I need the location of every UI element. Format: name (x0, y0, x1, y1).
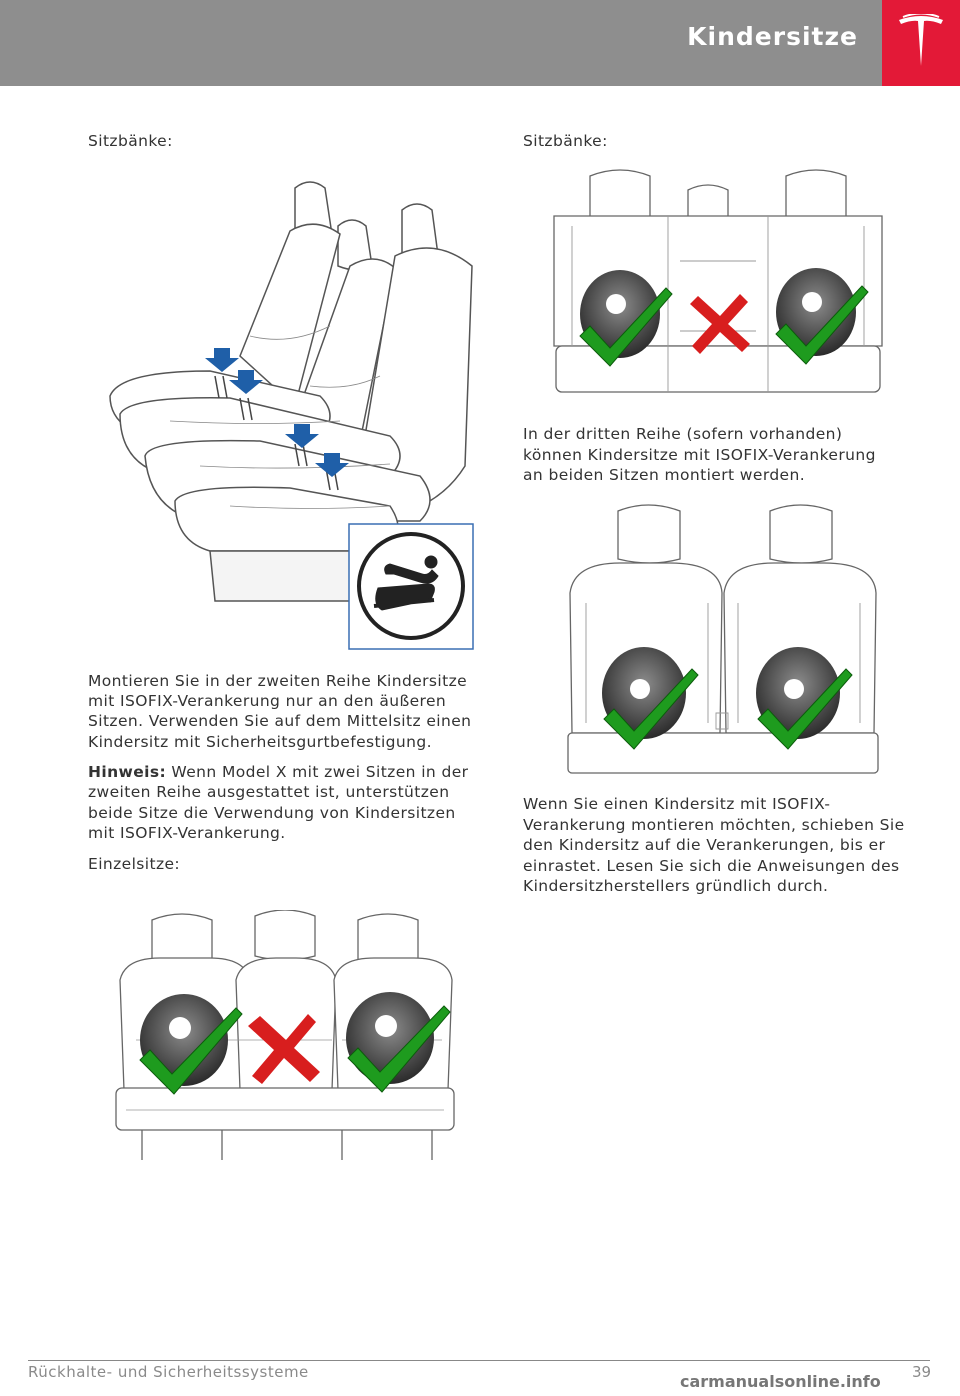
isofix-symbol-icon (606, 292, 822, 314)
text-line: Wenn Sie einen Kindersitz mit ISOFIX- (523, 795, 831, 813)
checkmark-icon (347, 1005, 451, 1093)
watermark: carmanualsonline.info (680, 1372, 881, 1391)
text-line: Kindersitzherstellers gründlich durch. (523, 877, 829, 895)
checkmark-icon (603, 668, 699, 750)
label-sitzbaenke-right: Sitzbänke: (523, 132, 608, 150)
isofix-symbol-icon (630, 679, 804, 699)
checkmark-icon (757, 668, 853, 750)
cross-icon (248, 1014, 320, 1084)
note-label: Hinweis: (88, 763, 167, 781)
text-line: einrastet. Lesen Sie sich die Anweisunge… (523, 857, 900, 875)
checkmark-icon (579, 287, 673, 367)
text-line: an beiden Sitzen montiert werden. (523, 466, 806, 484)
three-seats-illustration (115, 910, 455, 1160)
footer-section-title: Rückhalte- und Sicherheitssysteme (28, 1363, 309, 1381)
tesla-logo (882, 0, 960, 86)
text-line: Wenn Model X mit zwei Sitzen in der (166, 763, 469, 781)
checkmark-icon (139, 1007, 243, 1095)
page-header: Kindersitze (0, 0, 960, 86)
isofix-symbol-icon (169, 1015, 397, 1039)
text-line: In der dritten Reihe (sofern vorhanden) (523, 425, 843, 443)
text-line: mit ISOFIX-Verankerung nur an den äußere… (88, 692, 447, 710)
isofix-symbol-icon (373, 555, 439, 611)
bench-seat-front-illustration (553, 169, 883, 393)
text-line: beide Sitze die Verwendung von Kindersit… (88, 804, 456, 822)
checkmark-icon (775, 285, 869, 365)
page-title: Kindersitze (687, 22, 858, 51)
text-line: zweiten Reihe ausgestattet ist, unterstü… (88, 783, 450, 801)
tesla-logo-icon (899, 14, 943, 66)
text-line: mit ISOFIX-Verankerung. (88, 824, 286, 842)
bench-seat-anchor-illustration (109, 181, 474, 650)
note-first-line: Hinweis: Wenn Model X mit zwei Sitzen in… (88, 762, 468, 783)
text-line: Kindersitz mit Sicherheitsgurtbefestigun… (88, 733, 432, 751)
label-einzelsitze: Einzelsitze: (88, 855, 181, 873)
text-line: Sitzen. Verwenden Sie auf dem Mittelsitz… (88, 712, 472, 730)
cross-icon (690, 294, 750, 354)
text-line: den Kindersitz auf die Verankerungen, bi… (523, 836, 886, 854)
third-row-seats-illustration (567, 504, 879, 774)
label-sitzbaenke-left: Sitzbänke: (88, 132, 173, 150)
text-line: Montieren Sie in der zweiten Reihe Kinde… (88, 672, 468, 690)
page-number: 39 (912, 1363, 932, 1381)
text-line: Verankerung montieren möchten, schieben … (523, 816, 905, 834)
text-line: können Kindersitze mit ISOFIX-Verankerun… (523, 446, 876, 464)
footer-divider (28, 1360, 930, 1361)
